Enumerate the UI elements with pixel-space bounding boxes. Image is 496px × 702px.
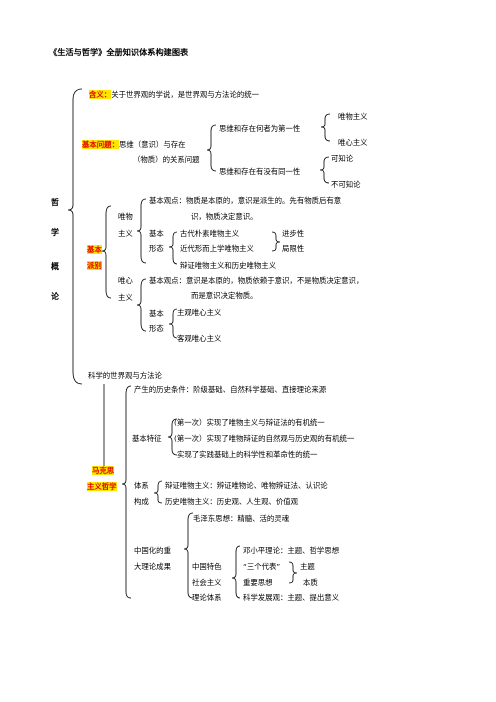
basic-question-line-1: 思维（意识）与存在 [118,140,186,149]
schools-tag-line-2: 派别 [87,261,102,270]
form-modern-materialism: 近代形而上学唯物主义 [180,244,254,253]
cs-theory-label-line-2: 社会主义 [192,578,222,587]
branch-first-nature: 思维和存在何者为第一性 [219,124,301,133]
branch-identity: 思维和存在有没有同一性 [219,167,301,176]
three-represents: “三个代表” [243,562,281,571]
form-ancient-materialism: 古代朴素唯物主义 [180,229,240,238]
definition-text: 关于世界观的学说，是世界观与方法论的统一 [111,90,260,99]
materialism-view-line-2: 识，物质决定意识。 [191,212,258,221]
progress-node: 进步性 [282,229,305,238]
three-represents-theme: 主题 [300,562,315,571]
philosophy-label-char-3: 概 [51,262,59,271]
schools-tag-line-1: 基本 [87,245,102,254]
materialism-node: 唯物主义 [338,112,368,121]
knowable-node: 可知论 [331,154,354,163]
deng-xiaoping-theory: 邓小平理论：主题、哲学思想 [243,546,340,555]
definition-tag: 含义： [89,90,112,99]
three-represents-essence: 本质 [303,578,318,587]
system-dialectical: 辩证唯物主义：辨证唯物论、唯物辨证法、认识论 [165,481,328,490]
important-thought: 重要思想 [243,578,273,587]
materialism-forms-label-line-2: 形态 [149,244,164,253]
idealism-label-line-2: 主义 [118,293,133,302]
marxism-tag-line-2: 主义哲学 [87,482,117,491]
philosophy-label-char-2: 学 [51,228,59,237]
scientific-worldview: 科学的世界观与方法论 [88,371,162,380]
system-historical: 历史唯物主义：历史观、人生观、价值观 [165,497,299,506]
philosophy-label-char-1: 哲 [51,198,59,207]
cs-theory-label-line-3: 理论体系 [192,593,222,602]
idealism-forms-label-line-1: 基本 [149,309,164,318]
idealism-forms-label-line-2: 形态 [149,324,164,333]
idealism-node: 唯心主义 [338,138,368,147]
system-label-line-1: 体系 [134,481,149,490]
subjective-idealism: 主观唯心主义 [177,308,222,317]
feature-3: 实现了实践基础上的科学性和革命性的统一 [177,450,318,459]
system-label-line-2: 构成 [134,497,149,506]
materialism-label-line-1: 唯物 [118,212,133,221]
limitation-node: 局限性 [282,244,305,253]
definition-row: 含义：关于世界观的学说，是世界观与方法论的统一 [89,90,259,99]
materialism-forms-label-line-1: 基本 [149,229,164,238]
cs-theory-label-line-1: 中国特色 [192,562,222,571]
basic-question-row: 基本问题：思维（意识）与存在 [82,140,186,149]
basic-question-line-2: （物质）的关系问题 [133,155,200,164]
idealism-view-line-1: 基本观点：意识是本原的，物质依赖于意识，不是物质决定意识， [149,276,364,285]
materialism-label-line-2: 主义 [118,229,133,238]
historical-conditions: 产生的历史条件：阶级基础、自然科学基础、直接理论来源 [134,385,327,394]
idealism-view-line-2: 而是意识决定物质。 [191,291,258,300]
mao-zedong-thought: 毛泽东思想：精髓、活的灵魂 [193,514,290,523]
basic-features-label: 基本特征 [132,434,162,443]
basic-question-tag: 基本问题： [82,140,119,149]
feature-2: (第一次）实现了唯物辩证的自然观与历史观的有机统一 [174,434,355,443]
sinicization-label-line-2: 大理论成果 [134,562,171,571]
materialism-view-line-1: 基本观点：物质是本原的，意识是派生的。先有物质后有意 [149,196,342,205]
marxism-tag-line-1: 马克思 [92,466,115,475]
sinicization-label-line-1: 中国化的重 [134,546,171,555]
philosophy-label-char-4: 论 [51,292,59,301]
objective-idealism: 客观唯心主义 [177,334,222,343]
feature-1: (第一次）实现了唯物主义与辩证法的有机统一 [174,418,325,427]
scientific-development: 科学发展观：主题、提出意义 [243,593,340,602]
idealism-label-line-1: 唯心 [118,276,133,285]
unknowable-node: 不可知论 [331,180,361,189]
form-dialectical-materialism: 辩证唯物主义和历史唯物主义 [180,261,277,270]
page-title: 《生活与哲学》全册知识体系构建图表 [49,47,189,57]
